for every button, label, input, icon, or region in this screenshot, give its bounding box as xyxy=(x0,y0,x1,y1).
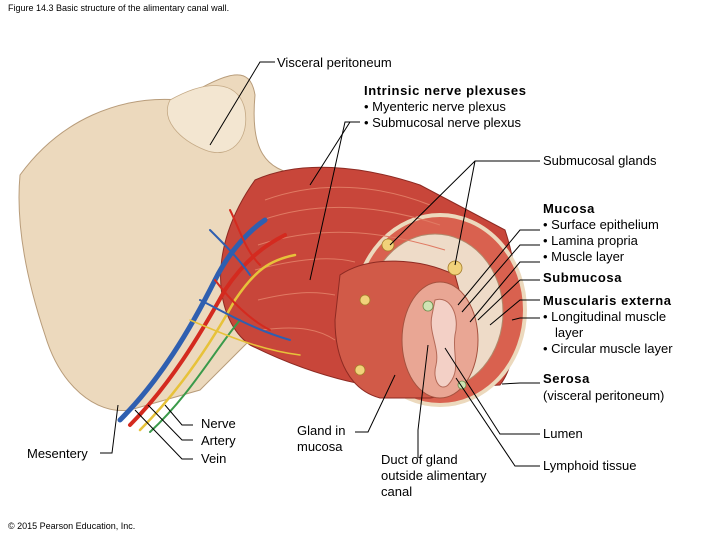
figure-caption: Figure 14.3 Basic structure of the alime… xyxy=(8,3,230,13)
copyright-note: © 2015 Pearson Education, Inc. xyxy=(8,521,136,531)
label-serosa-sub: (visceral peritoneum) xyxy=(543,388,665,403)
label-submucosa: Submucosa xyxy=(543,270,623,285)
muscle-striations xyxy=(254,186,446,341)
lumen-shape xyxy=(430,298,457,388)
label-gland-in-mucosa-1: Gland in xyxy=(297,423,346,438)
vessels xyxy=(117,209,301,433)
label-lamina-propria: • Lamina propria xyxy=(543,233,638,248)
label-vein: Vein xyxy=(201,451,227,466)
label-lumen: Lumen xyxy=(543,426,583,441)
label-duct-line-2: outside alimentary xyxy=(381,468,487,483)
leader-lines xyxy=(100,61,540,467)
label-muscle-layer: • Muscle layer xyxy=(543,249,625,264)
label-myenteric-plexus: • Myenteric nerve plexus xyxy=(364,99,506,114)
label-visceral-peritoneum: Visceral peritoneum xyxy=(277,55,392,70)
label-duct-line-3: canal xyxy=(381,484,413,499)
label-longitudinal-muscle: • Longitudinal muscle xyxy=(543,309,667,324)
label-lymphoid-tissue: Lymphoid tissue xyxy=(543,458,637,473)
label-gland-in-mucosa-2: mucosa xyxy=(297,439,343,454)
label-mucosa: Mucosa xyxy=(543,201,596,216)
mesentery-fold xyxy=(167,85,247,153)
lymphoid-nodules xyxy=(422,300,467,390)
label-submucosal-plexus: • Submucosal nerve plexus xyxy=(364,115,522,130)
label-serosa: Serosa xyxy=(543,371,590,386)
label-submucosal-glands: Submucosal glands xyxy=(543,153,657,168)
label-longitudinal-muscle-cont: layer xyxy=(555,325,584,340)
submucosal-glands xyxy=(354,238,463,376)
label-muscularis-externa: Muscularis externa xyxy=(543,293,672,308)
label-circular-muscle: • Circular muscle layer xyxy=(543,341,673,356)
label-intrinsic-nerve-plexuses: Intrinsic nerve plexuses xyxy=(364,83,527,98)
label-duct-line-1: Duct of gland xyxy=(381,452,458,467)
label-mesentery: Mesentery xyxy=(27,446,88,461)
label-nerve: Nerve xyxy=(201,416,236,431)
label-surface-epithelium: • Surface epithelium xyxy=(543,217,659,232)
label-artery: Artery xyxy=(201,433,236,448)
